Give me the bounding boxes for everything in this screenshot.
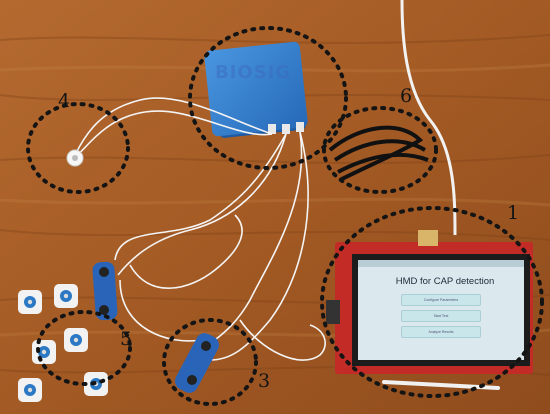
label-1: 1 — [507, 202, 520, 224]
acquisition-device — [204, 41, 308, 138]
power-cable — [400, 0, 457, 236]
callout-circle-1 — [320, 206, 544, 398]
stylus — [382, 380, 500, 390]
label-3: 3 — [258, 370, 271, 392]
callout-circle-5 — [36, 310, 132, 386]
screen-button-start: Start Test — [401, 310, 481, 322]
screen-button-analyze: Analyze Results — [401, 326, 481, 338]
label-5: 5 — [120, 328, 133, 350]
label-6: 6 — [400, 85, 413, 107]
label-4: 4 — [58, 90, 71, 112]
callout-circles — [26, 26, 544, 406]
callout-circle-4 — [26, 102, 130, 194]
electrode-pads — [18, 284, 108, 402]
usb-cable-coil — [328, 125, 429, 182]
electrode-clip-right — [175, 333, 219, 393]
screen-button-configure: Configure Parameters — [401, 294, 481, 306]
device-brand-label: BIOSIG — [215, 62, 292, 83]
electrode-clip-left — [92, 261, 118, 321]
callout-circle-device — [188, 26, 348, 170]
callout-circle-3 — [162, 318, 258, 406]
electrode-cables — [71, 97, 326, 361]
callout-circle-6 — [322, 106, 438, 194]
screen-title: HMD for CAP detection — [395, 276, 495, 287]
